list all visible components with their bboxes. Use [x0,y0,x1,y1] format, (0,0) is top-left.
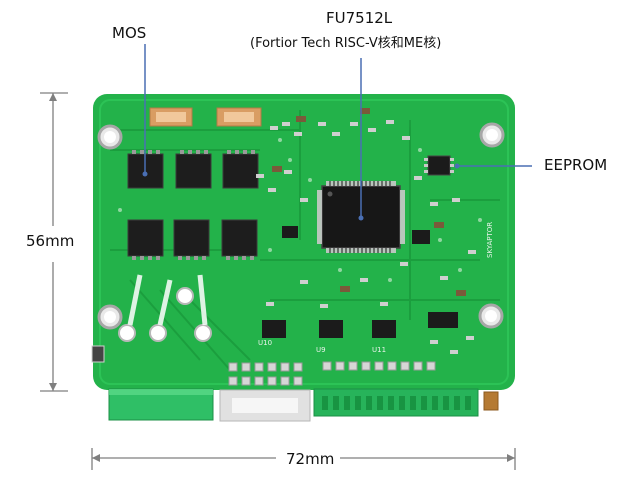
chip-sub-label: (Fortior Tech RISC-V核和ME核) [250,36,442,51]
width-dimension-label: 72mm [286,450,335,468]
mos-label: MOS [112,24,147,42]
chip-label: FU7512L [326,9,393,27]
eeprom-chip [424,155,454,176]
height-dimension-label: 56mm [26,232,75,250]
callouts [144,44,532,218]
sense-resistors [149,107,262,127]
header-pins [228,361,436,386]
small-ics [262,226,458,338]
dimension-lines [40,92,516,470]
mounting-holes [97,122,505,330]
silkscreen-labels: U10 U11 U9 SKYAPTOR [258,222,494,354]
callout-dots [142,163,460,221]
silk-u10: U10 [258,339,272,347]
eeprom-label: EEPROM [544,156,608,174]
passive-components [91,108,476,363]
silk-u9: U9 [316,346,326,354]
phase-pads [118,274,212,342]
connectors [108,388,499,422]
silk-brand: SKYAPTOR [486,222,494,258]
silk-u11: U11 [372,346,386,354]
mosfet-array [127,150,259,260]
